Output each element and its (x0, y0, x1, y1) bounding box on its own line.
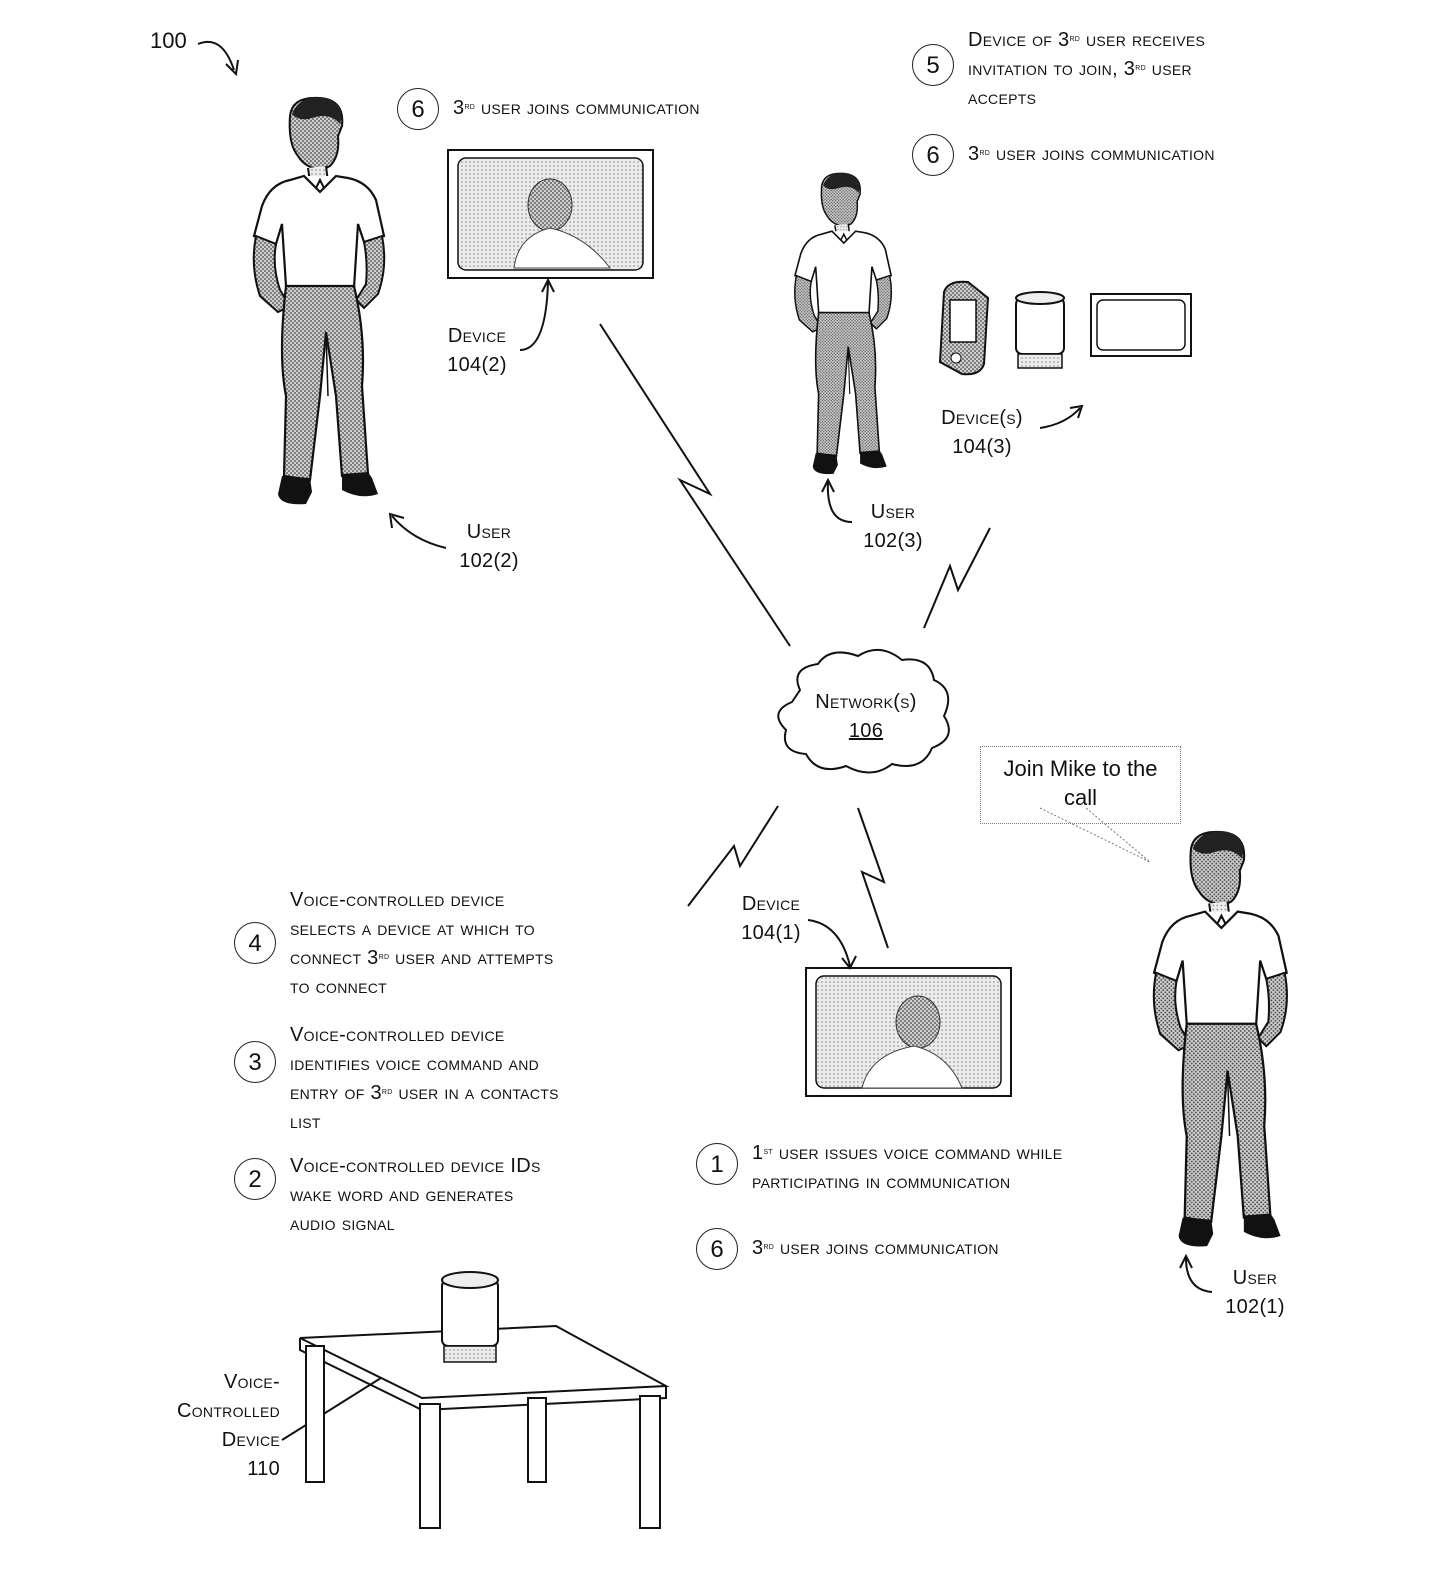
step-text: Voice-controlled device selects a device… (290, 889, 554, 998)
step-text: 1st user issues voice command while part… (752, 1142, 1063, 1193)
step-number: 6 (397, 88, 439, 130)
label-network-106: Network(s)106 (815, 691, 917, 742)
step-number: 1 (696, 1143, 738, 1185)
user-102-1-figure (1152, 830, 1289, 1248)
user-102-2-figure (252, 96, 386, 506)
step-text: 3rd user joins communication (752, 1237, 999, 1259)
label-devices-104-3: Device(s)104(3) (941, 407, 1023, 458)
device-104-3-phone (938, 280, 990, 376)
user-102-3-figure (793, 172, 893, 475)
step-number: 4 (234, 922, 276, 964)
device-104-3-speaker (1015, 291, 1065, 369)
step-number: 3 (234, 1041, 276, 1083)
step-number: 2 (234, 1158, 276, 1200)
step-text: Device of 3rd user receives invitation t… (968, 29, 1206, 109)
device-104-1-screen (805, 967, 1012, 1097)
figure-number: 100 (150, 28, 187, 53)
device-104-2-screen (447, 149, 654, 279)
voice-controlled-device-110 (441, 1271, 499, 1363)
network-cloud (777, 649, 950, 774)
wireless-link (923, 527, 991, 629)
device-104-3-screen (1090, 293, 1192, 357)
wireless-link (687, 805, 779, 907)
wireless-link (857, 807, 889, 949)
step-text: Voice-controlled device identifies voice… (290, 1024, 559, 1133)
step-number: 5 (912, 44, 954, 86)
step-number: 6 (696, 1228, 738, 1270)
step-number: 6 (912, 134, 954, 176)
wireless-link (599, 323, 791, 647)
step-text: 3rd user joins communication (968, 143, 1215, 165)
step-text: 3rd user joins communication (453, 97, 700, 119)
step-text: Voice-controlled device IDs wake word an… (290, 1155, 541, 1235)
